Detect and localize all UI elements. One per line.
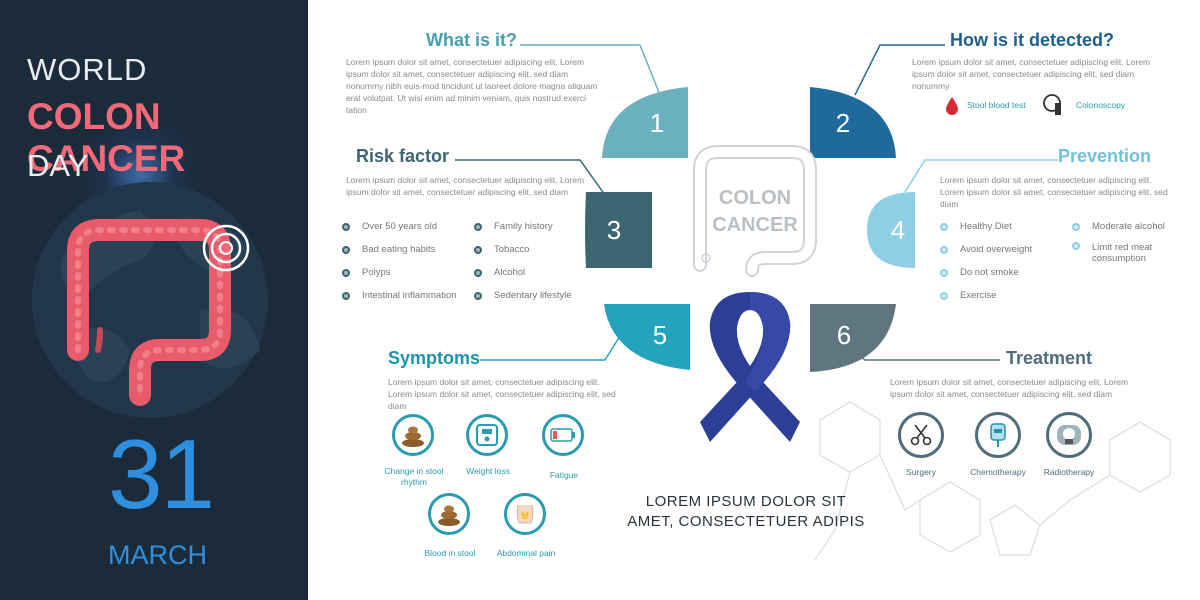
list-item: Tobacco bbox=[474, 244, 572, 255]
list-item: Polyps bbox=[342, 267, 457, 278]
left-banner-panel: WORLD COLON CANCER DAY 31 MARCH bbox=[0, 0, 308, 600]
section-prevention-title: Prevention bbox=[1058, 146, 1152, 166]
section-prevention-text: Lorem ipsum dolor sit amet, consectetuer… bbox=[940, 175, 1168, 209]
treatment-1-label: Surgery bbox=[906, 467, 936, 477]
stool-icon bbox=[392, 414, 434, 456]
scale-icon bbox=[466, 414, 508, 456]
list-item: Exercise bbox=[940, 290, 1032, 301]
title-day: DAY bbox=[27, 148, 89, 183]
petal-1-number: 1 bbox=[649, 108, 665, 138]
awareness-ribbon-icon bbox=[700, 292, 800, 442]
section-detected-title: How is it detected? bbox=[950, 30, 1115, 50]
list-item: Limit red meat consumption bbox=[1072, 242, 1162, 264]
colon-outline-icon bbox=[693, 145, 817, 277]
list-item: Intestinal inflammation bbox=[342, 290, 457, 301]
list-item: Family history bbox=[474, 221, 572, 232]
stool-icon bbox=[428, 493, 470, 535]
symptom-2-label: Weight loss bbox=[466, 466, 510, 476]
title-world: WORLD bbox=[27, 52, 148, 87]
section-detected-text: Lorem ipsum dolor sit amet, consectetuer… bbox=[912, 57, 1151, 91]
colon-label-line2: CANCER bbox=[712, 214, 798, 236]
list-item: Moderate alcohol bbox=[1072, 221, 1165, 232]
list-item: Alcohol bbox=[474, 267, 572, 278]
petal-5-number: 5 bbox=[652, 320, 668, 350]
section-risk-title: Risk factor bbox=[356, 146, 450, 166]
list-item: Avoid overweight bbox=[940, 244, 1032, 255]
abdomen-icon bbox=[504, 493, 546, 535]
petal-2-number: 2 bbox=[835, 108, 851, 138]
colon-label-line1: COLON bbox=[718, 187, 792, 209]
petal-1 bbox=[602, 87, 688, 158]
prevention-list-1: Healthy Diet Avoid overweight Do not smo… bbox=[940, 221, 1032, 301]
iv-bag-icon bbox=[975, 412, 1021, 458]
risk-factor-list-2: Family history Tobacco Alcohol Sedentary… bbox=[474, 221, 572, 301]
scissors-icon bbox=[898, 412, 944, 458]
mri-scanner-icon bbox=[1046, 412, 1092, 458]
symptom-4-label: Blood in stool bbox=[424, 548, 476, 558]
petal-5 bbox=[604, 304, 690, 370]
petal-6 bbox=[810, 304, 896, 372]
list-item: Healthy Diet bbox=[940, 221, 1032, 232]
globe-colon-illustration bbox=[32, 182, 268, 418]
detected-item-2-label: Colonoscopy bbox=[1076, 100, 1126, 110]
petal-6-number: 6 bbox=[836, 320, 852, 350]
symptom-3-label: Fatigue bbox=[549, 470, 579, 480]
petal-3 bbox=[585, 192, 652, 268]
section-risk-text: Lorem ipsum dolor sit amet, consectetuer… bbox=[346, 175, 585, 197]
footer-line-1: LOREM IPSUM DOLOR SIT bbox=[645, 493, 847, 510]
footer-line-2: AMET, CONSECTETUER ADIPIS bbox=[627, 513, 865, 530]
treatment-2-label: Chemotherapy bbox=[970, 467, 1026, 477]
date-number: 31 bbox=[108, 419, 215, 529]
list-item: Bad eating habits bbox=[342, 244, 457, 255]
list-item: Do not smoke bbox=[940, 267, 1032, 278]
battery-icon bbox=[542, 414, 584, 456]
blood-drop-icon bbox=[946, 97, 958, 115]
footer-text: LOREM IPSUM DOLOR SIT AMET, CONSECTETUER… bbox=[596, 492, 896, 532]
title-colon-cancer: COLON CANCER bbox=[27, 96, 186, 179]
petal-4-number: 4 bbox=[890, 215, 906, 245]
symptom-5-label: Abdominal pain bbox=[496, 548, 556, 558]
section-what-title: What is it? bbox=[426, 30, 517, 50]
risk-factor-list-1: Over 50 years old Bad eating habits Poly… bbox=[342, 221, 457, 301]
section-symptoms-title: Symptoms bbox=[388, 348, 481, 368]
symptom-1-label: Change in stool rhythm bbox=[384, 466, 444, 487]
section-symptoms-text: Lorem ipsum dolor sit amet, consectetuer… bbox=[388, 377, 616, 411]
colonoscope-icon bbox=[1043, 94, 1061, 115]
section-treatment-title: Treatment bbox=[1006, 348, 1093, 368]
petal-4 bbox=[867, 192, 915, 268]
colon-cancer-center-label: COLON CANCER bbox=[700, 185, 810, 239]
list-item: Sedentary lifestyle bbox=[474, 290, 572, 301]
section-treatment-text: Lorem ipsum dolor sit amet, consectetuer… bbox=[890, 377, 1129, 399]
detected-item-1-label: Stool blood test bbox=[967, 100, 1026, 110]
date-month: MARCH bbox=[108, 540, 207, 570]
section-what-text: Lorem ipsum dolor sit amet, consectetuer… bbox=[346, 57, 598, 115]
petal-2 bbox=[810, 87, 896, 158]
petal-3-number: 3 bbox=[606, 215, 622, 245]
prevention-list-2: Moderate alcohol Limit red meat consumpt… bbox=[1072, 221, 1165, 264]
list-item: Over 50 years old bbox=[342, 221, 457, 232]
treatment-3-label: Radiotherapy bbox=[1043, 467, 1095, 477]
